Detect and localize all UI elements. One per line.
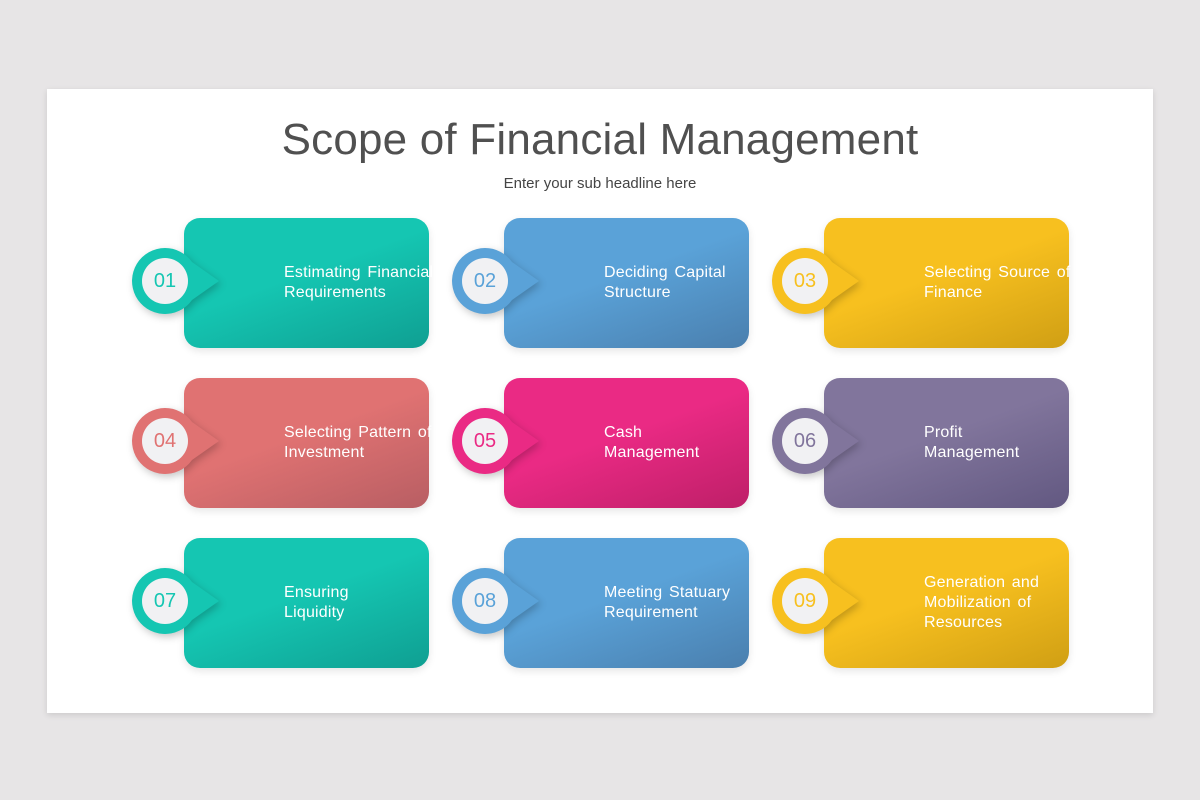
slide-title: Scope of Financial Management bbox=[281, 115, 919, 164]
number-pin-icon: 01 bbox=[132, 248, 224, 314]
scope-item-03: Selecting Source of Finance 03 bbox=[772, 218, 1072, 348]
scope-item-04: Selecting Pattern of Investment 04 bbox=[132, 378, 432, 508]
scope-item-label: Meeting Statuary Requirement bbox=[604, 584, 731, 621]
number-pin-icon: 06 bbox=[772, 408, 864, 474]
scope-item-02: Deciding Capital Structure 02 bbox=[452, 218, 752, 348]
number-pin-icon: 09 bbox=[772, 568, 864, 634]
scope-item-number: 01 bbox=[142, 258, 188, 304]
scope-item-label: Selecting Pattern of Investment bbox=[284, 424, 432, 461]
scope-item-number: 04 bbox=[142, 418, 188, 464]
scope-item-label: Ensuring Liquidity bbox=[284, 584, 349, 621]
number-pin-icon: 07 bbox=[132, 568, 224, 634]
number-pin-icon: 03 bbox=[772, 248, 864, 314]
scope-item-01: Estimating Financial Requirements 01 bbox=[132, 218, 433, 348]
number-pin-icon: 08 bbox=[452, 568, 544, 634]
number-pin-icon: 04 bbox=[132, 408, 224, 474]
scope-item-label: Cash Management bbox=[604, 424, 700, 461]
scope-item-09: Generation and Mobilization of Resources… bbox=[772, 538, 1072, 668]
scope-item-number: 08 bbox=[462, 578, 508, 624]
scope-item-number: 09 bbox=[782, 578, 828, 624]
scope-item-label: Estimating Financial Requirements bbox=[284, 264, 434, 301]
scope-card: Cash Management bbox=[504, 378, 749, 508]
scope-item-number: 05 bbox=[462, 418, 508, 464]
scope-item-07: Ensuring Liquidity 07 bbox=[132, 538, 432, 668]
scope-item-number: 06 bbox=[782, 418, 828, 464]
scope-item-label: Deciding Capital Structure bbox=[604, 264, 726, 301]
scope-item-number: 02 bbox=[462, 258, 508, 304]
scope-item-label: Selecting Source of Finance bbox=[924, 264, 1071, 301]
slide-subtitle: Enter your sub headline here bbox=[503, 175, 697, 192]
scope-card: Profit Management bbox=[824, 378, 1069, 508]
scope-item-number: 07 bbox=[142, 578, 188, 624]
scope-card: Estimating Financial Requirements bbox=[184, 218, 433, 348]
scope-card: Generation and Mobilization of Resources bbox=[824, 538, 1069, 668]
number-pin-icon: 05 bbox=[452, 408, 544, 474]
scope-item-05: Cash Management 05 bbox=[452, 378, 752, 508]
scope-card: Meeting Statuary Requirement bbox=[504, 538, 749, 668]
scope-item-08: Meeting Statuary Requirement 08 bbox=[452, 538, 752, 668]
scope-card: Ensuring Liquidity bbox=[184, 538, 429, 668]
number-pin-icon: 02 bbox=[452, 248, 544, 314]
slide: Scope of Financial Management Enter your… bbox=[47, 89, 1153, 713]
scope-card: Deciding Capital Structure bbox=[504, 218, 749, 348]
scope-item-label: Generation and Mobilization of Resources bbox=[924, 574, 1040, 631]
scope-item-number: 03 bbox=[782, 258, 828, 304]
scope-item-06: Profit Management 06 bbox=[772, 378, 1072, 508]
scope-card: Selecting Source of Finance bbox=[824, 218, 1070, 348]
scope-item-label: Profit Management bbox=[924, 424, 1020, 461]
scope-card: Selecting Pattern of Investment bbox=[184, 378, 431, 508]
